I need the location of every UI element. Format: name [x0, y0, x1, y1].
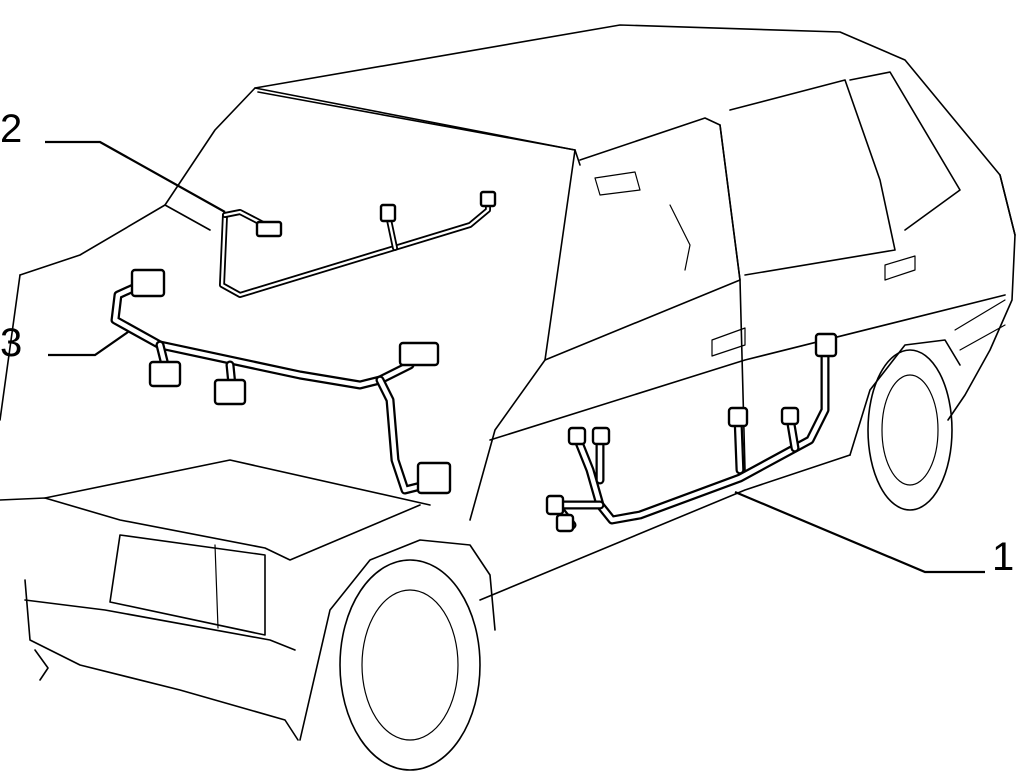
front-lower — [24, 579, 299, 741]
front-wheel-arch — [299, 539, 496, 741]
callout-2: 2 — [0, 107, 22, 151]
rear-body — [947, 174, 1016, 421]
front-tire — [339, 559, 481, 771]
connector-3e — [416, 461, 452, 495]
leader-line-2 — [45, 140, 226, 213]
rear-bumper — [954, 299, 1006, 351]
connector-1d — [567, 426, 587, 446]
connector-2a — [255, 220, 283, 238]
harness-2 — [219, 190, 497, 298]
headlight-divider — [214, 544, 219, 629]
connector-2c — [479, 190, 497, 208]
seat-shape — [669, 204, 691, 271]
rear-tire — [867, 349, 953, 511]
bumper — [24, 599, 296, 681]
callout-labels: 1 2 3 — [0, 107, 1014, 579]
windshield — [164, 87, 576, 206]
roof-inner-line — [257, 91, 581, 166]
connector-1f — [545, 494, 565, 516]
connector-2b — [379, 203, 397, 223]
hood-outline — [19, 204, 211, 276]
rear-door-window — [729, 79, 896, 276]
connector-1g — [555, 513, 575, 533]
leader-line-3 — [48, 331, 129, 357]
sill-line — [479, 454, 851, 601]
roof-outline — [254, 24, 1016, 236]
connector-3b — [148, 360, 182, 388]
connector-3c — [213, 378, 247, 406]
callout-1: 1 — [992, 535, 1014, 579]
front-door-handle — [711, 327, 746, 357]
headlight — [109, 534, 266, 636]
body-side-line — [489, 294, 1006, 441]
leader-lines — [45, 140, 985, 574]
connector-1b — [727, 406, 749, 428]
connector-3a — [130, 268, 166, 298]
connector-1a — [814, 332, 838, 358]
connector-1c — [780, 406, 800, 426]
callout-3: 3 — [0, 321, 22, 365]
harness-1 — [545, 332, 838, 533]
mirror — [594, 171, 641, 196]
connector-1e — [591, 426, 611, 446]
harness-3 — [110, 268, 452, 495]
a-pillar — [469, 149, 576, 521]
front-face — [0, 497, 421, 561]
b-pillar — [719, 124, 746, 471]
connector-3d — [398, 341, 440, 367]
hood-crease — [0, 274, 431, 506]
quarter-window — [849, 71, 961, 231]
rear-wheel-arch — [849, 339, 961, 456]
car-body — [0, 24, 1016, 771]
rear-door-handle — [884, 255, 916, 281]
leader-line-1 — [734, 490, 985, 574]
rear-rim — [881, 374, 939, 486]
front-rim — [361, 589, 459, 741]
